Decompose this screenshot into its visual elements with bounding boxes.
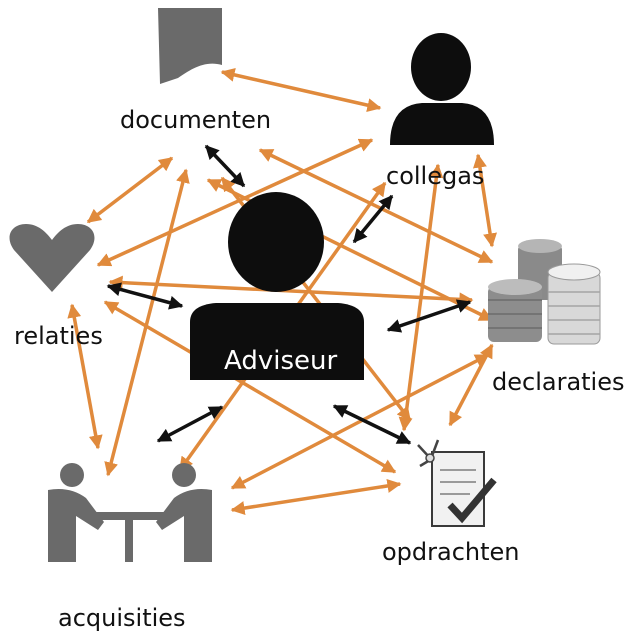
label-adviseur: Adviseur [224,346,338,376]
black-arrows [106,144,472,445]
label-declaraties: declaraties [492,368,625,396]
arrow-adviseur-opdrachten [332,404,412,445]
collegas-person-icon [390,33,494,145]
heart-icon [9,224,95,292]
acquisities-meeting-icon [48,463,212,562]
coins-icon [488,239,601,345]
label-opdrachten: opdrachten [382,538,520,566]
document-icon [158,8,222,84]
arrow-relaties-acquisities [67,303,103,450]
arrow-documenten-collegas [220,67,382,113]
arrow-adviseur-declaraties [386,299,472,333]
arrow-documenten-acquisities [104,168,190,477]
arrow-adviseur-relaties [106,282,184,310]
adviseur-person-icon [190,192,364,380]
arrow-opdrachten-acquisities [230,479,402,515]
label-relaties: relaties [14,322,103,350]
arrow-documenten-relaties [86,156,174,224]
arrow-adviseur-collegas [352,194,394,244]
label-documenten: documenten [120,106,272,134]
label-acquisities: acquisities [58,604,186,632]
checklist-icon [417,439,497,527]
label-collegas: collegas [386,162,485,190]
arrow-adviseur-documenten [204,144,246,188]
arrow-adviseur-acquisities [156,405,224,443]
